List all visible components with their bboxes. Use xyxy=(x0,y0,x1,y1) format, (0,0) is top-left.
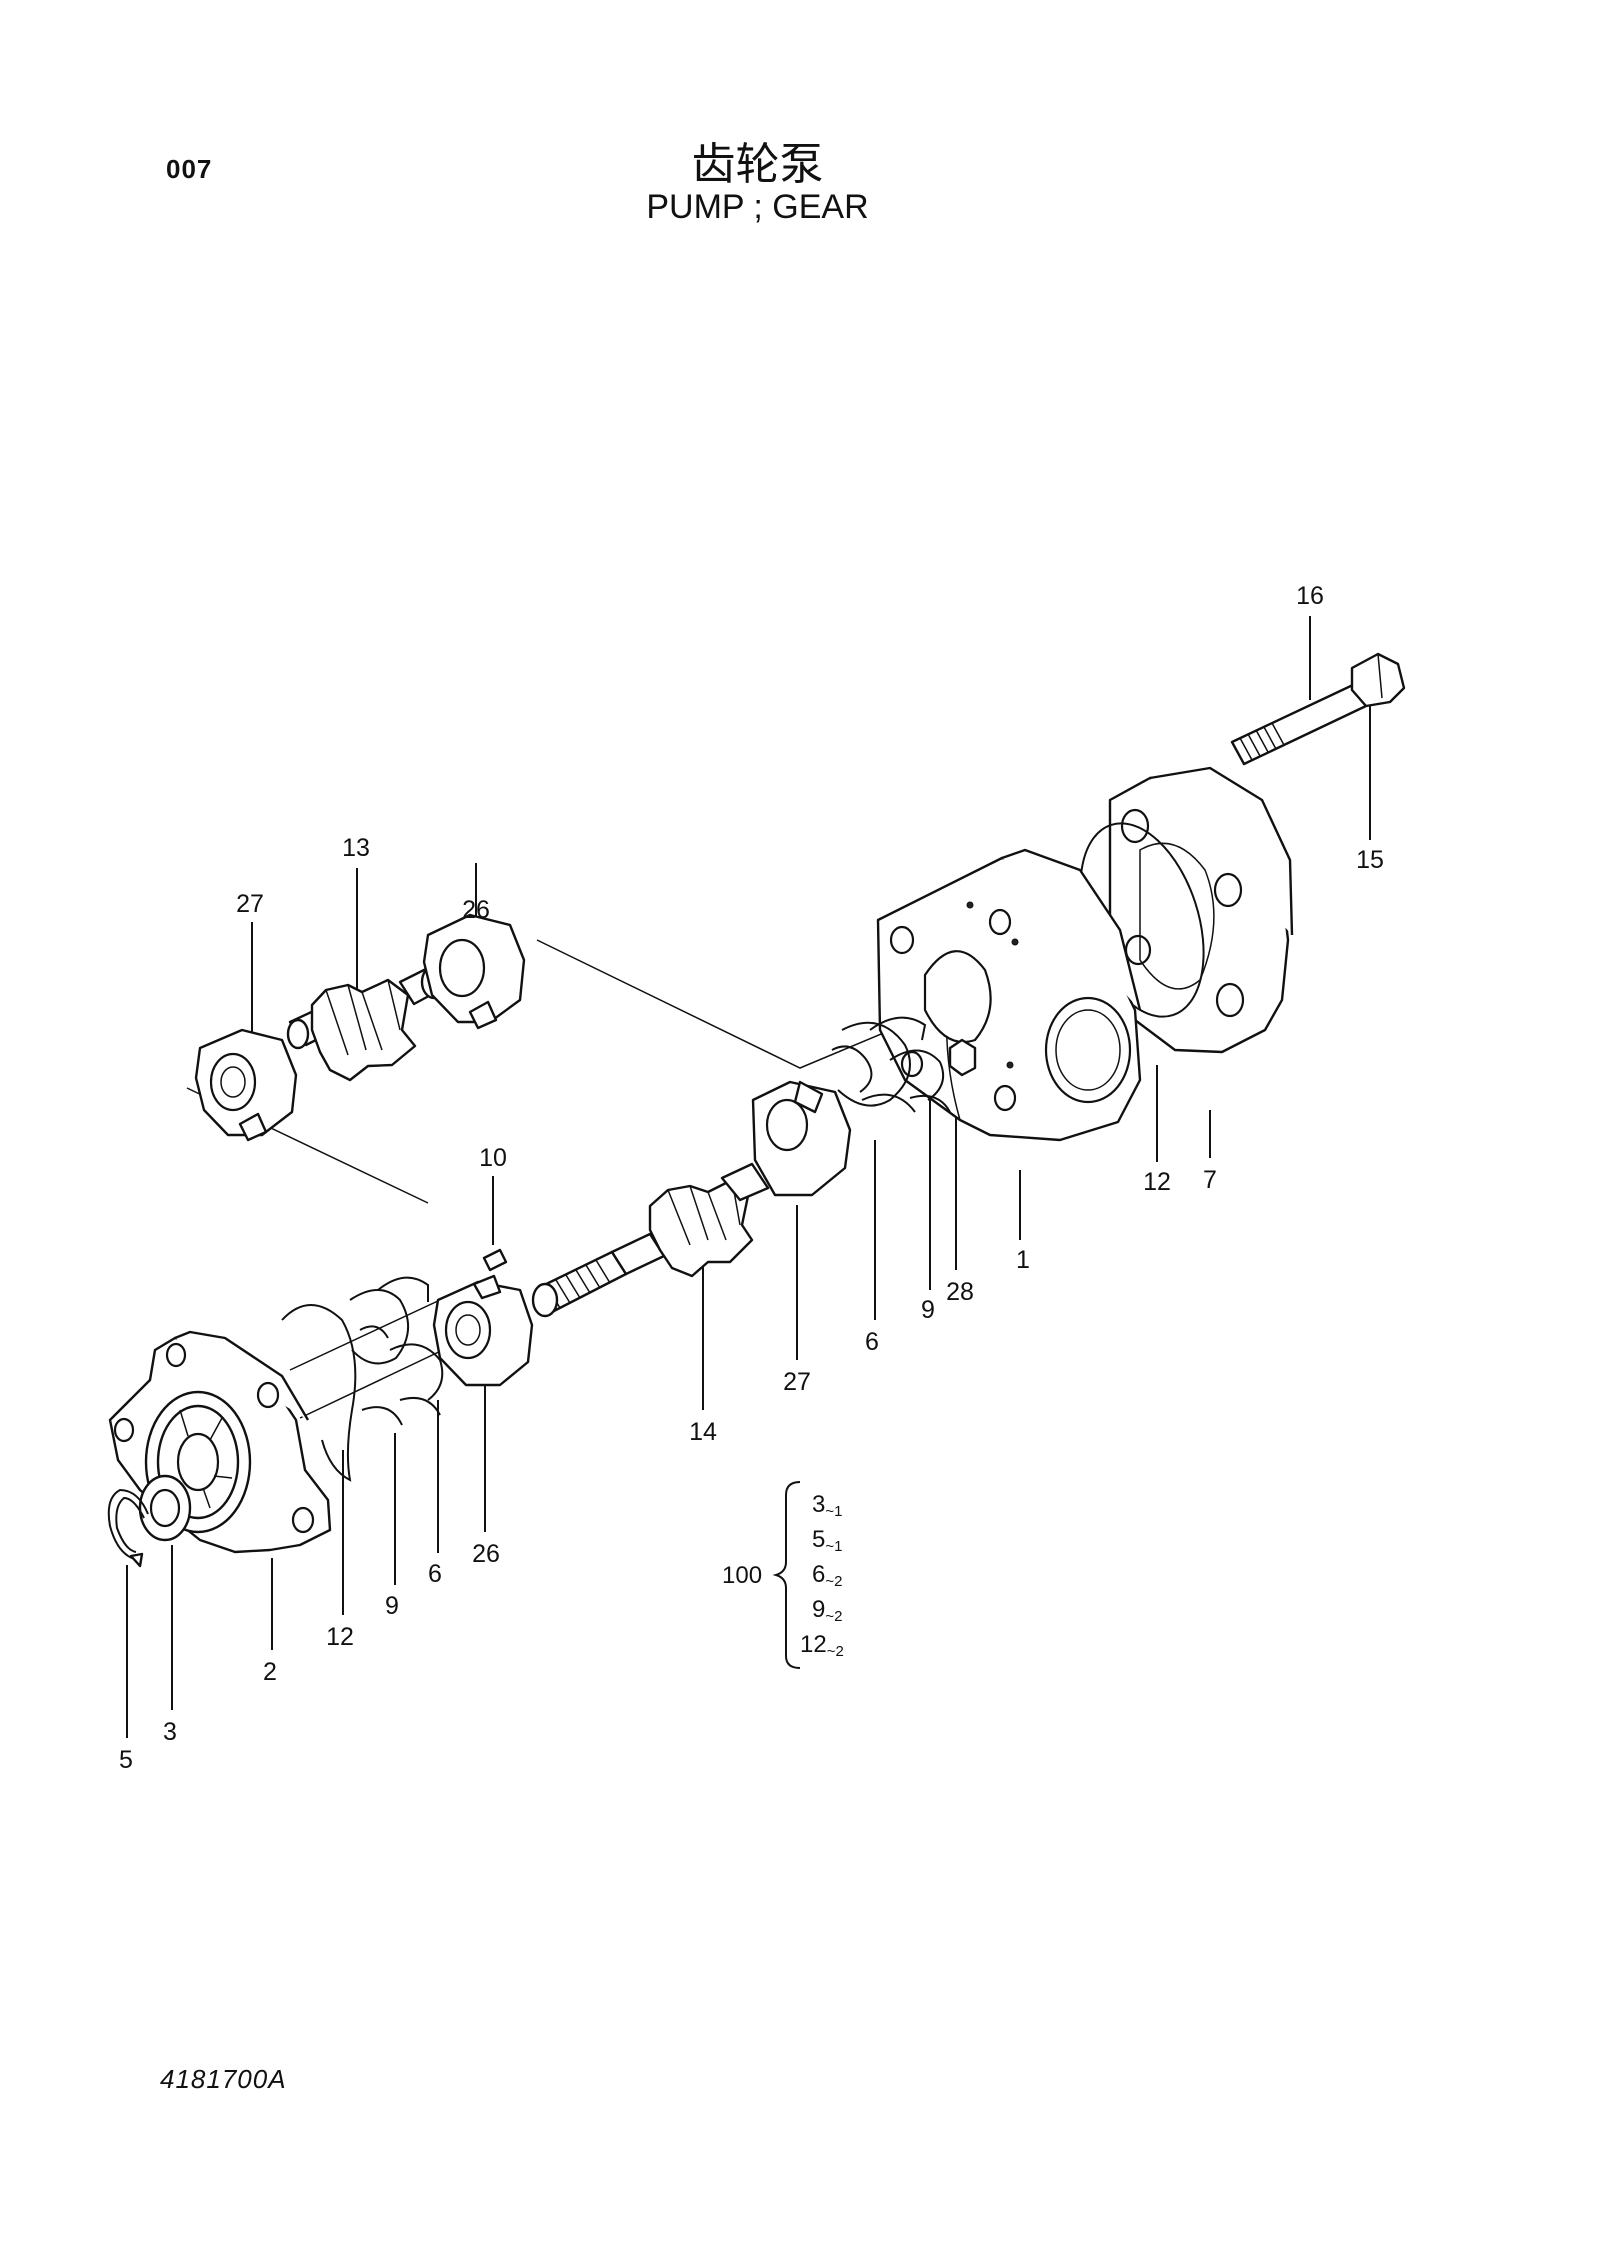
part-callouts: 1 2 3 5 6 6 7 9 9 10 12 12 13 14 15 16 2… xyxy=(119,582,1384,1774)
backup-rings-left xyxy=(349,1276,444,1426)
title-chinese: 齿轮泵 xyxy=(691,139,824,190)
callout-part-26: 26 xyxy=(472,1540,500,1568)
rear-cover xyxy=(1108,766,1294,1054)
bushing-upper-right xyxy=(422,913,526,1030)
pin xyxy=(482,1248,508,1272)
callout-part-6: 6 xyxy=(865,1328,879,1356)
callout-part-7: 7 xyxy=(1203,1166,1217,1194)
callout-part-27: 27 xyxy=(236,890,264,918)
oil-seal xyxy=(138,1474,192,1542)
kit-item: 9~2 xyxy=(812,1596,842,1625)
kit-item: 5~1 xyxy=(812,1526,842,1555)
callout-part-16: 16 xyxy=(1296,582,1324,610)
callout-part-26: 26 xyxy=(462,896,490,924)
callout-part-28: 28 xyxy=(946,1278,974,1306)
leader-lines xyxy=(126,616,1371,1738)
title-english: PUMP ; GEAR xyxy=(646,188,869,226)
callout-part-9: 9 xyxy=(385,1592,399,1620)
front-cover xyxy=(108,1330,332,1554)
callout-part-27: 27 xyxy=(783,1368,811,1396)
callout-part-10: 10 xyxy=(479,1144,507,1172)
callout-part-6: 6 xyxy=(428,1560,442,1588)
callout-part-3: 3 xyxy=(163,1718,177,1746)
driven-gear xyxy=(286,964,448,1082)
bushing-upper-left xyxy=(194,1028,298,1142)
pump-body xyxy=(876,848,1142,1142)
callout-part-9: 9 xyxy=(921,1296,935,1324)
bushing-lower xyxy=(751,1080,852,1197)
callout-part-12: 12 xyxy=(1143,1168,1171,1196)
callout-part-14: 14 xyxy=(689,1418,717,1446)
kit-label: 100 xyxy=(722,1562,762,1589)
callout-part-15: 15 xyxy=(1356,846,1384,874)
kit-item: 12~2 xyxy=(800,1631,844,1660)
snap-ring xyxy=(107,1488,149,1568)
dowel-pin xyxy=(948,1038,977,1077)
drive-shaft-gear xyxy=(531,1162,770,1318)
callout-part-5: 5 xyxy=(119,1746,133,1774)
page-number: 007 xyxy=(166,154,213,184)
callout-part-1: 1 xyxy=(1016,1246,1030,1274)
callout-part-2: 2 xyxy=(263,1658,277,1686)
callout-part-13: 13 xyxy=(342,834,370,862)
drawing-code: 4181700A xyxy=(160,2064,287,2094)
kit-item: 3~1 xyxy=(812,1491,842,1520)
kit-100-bracket: 100 3~1 5~1 6~2 9~2 12~2 xyxy=(722,1481,844,1669)
backup-rings-right xyxy=(831,1016,951,1113)
kit-item: 6~2 xyxy=(812,1561,842,1590)
bolt xyxy=(1230,652,1406,766)
seal-ring-front xyxy=(281,1304,357,1482)
bushing-lower-left xyxy=(432,1274,534,1387)
callout-part-12: 12 xyxy=(326,1623,354,1651)
